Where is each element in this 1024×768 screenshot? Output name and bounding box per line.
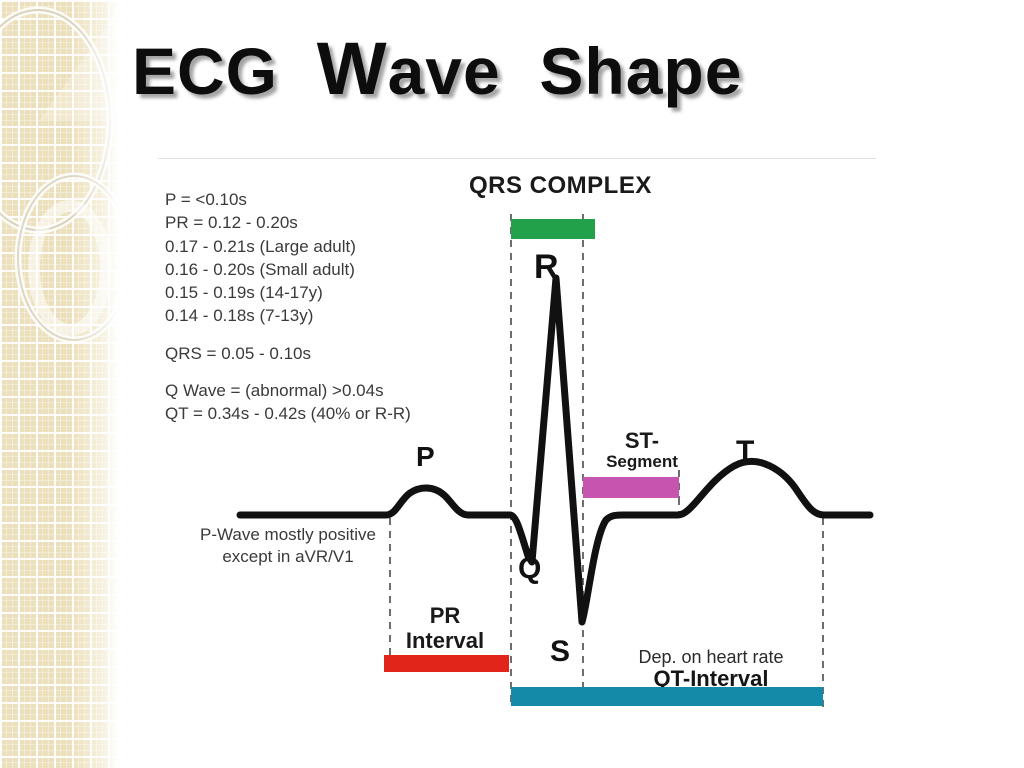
label-wave-r: R: [534, 248, 559, 286]
page-title: ECG Wave Shape: [132, 26, 742, 111]
param-line-large: 0.17 - 0.21s (Large adult): [165, 236, 356, 256]
param-line-p: P = <0.10s: [165, 190, 247, 209]
param-line-qwave: Q Wave = (abnormal) >0.04s: [165, 380, 384, 400]
param-line-pr: PR = 0.12 - 0.20s: [165, 213, 298, 233]
param-line-qrs: QRS = 0.05 - 0.10s: [165, 343, 311, 363]
label-wave-t: T: [736, 435, 755, 468]
panel-top-divider: [158, 158, 876, 159]
bar-st-segment: [583, 477, 679, 498]
param-line-qt: QT = 0.34s - 0.42s (40% or R-R): [165, 404, 411, 424]
ecg-parameters-text: P = <0.10s PR = 0.12 - 0.20s 0.17 - 0.21…: [165, 188, 411, 426]
param-line-14-17: 0.15 - 0.19s (14-17y): [165, 283, 323, 303]
pr-label-line2: Interval: [405, 627, 485, 653]
pwave-note-line2: except in aVR/V1: [222, 547, 354, 567]
pwave-annotation: P-Wave mostly positive except in aVR/V1: [168, 524, 408, 569]
ecg-trace-path: [236, 274, 874, 626]
label-qrs-complex: QRS COMPLEX: [469, 172, 652, 199]
pwave-note-line1: P-Wave mostly positive: [199, 525, 377, 544]
title-segment-ecg: ECG: [132, 34, 279, 108]
label-st-segment: ST- Segment: [594, 429, 690, 471]
border-fade-overlay: [0, 0, 118, 768]
label-pr-interval: PR Interval: [380, 603, 510, 653]
st-label-line2: Segment: [606, 451, 678, 471]
label-wave-p: P: [416, 441, 435, 472]
ecg-waveform-chart: [236, 214, 874, 708]
label-wave-q: Q: [518, 552, 542, 585]
dashed-guide-lines: [389, 214, 824, 708]
bar-qt-interval: [511, 687, 823, 706]
label-qt-interval: Dep. on heart rate QT-Interval: [586, 647, 836, 692]
title-segment-w: W: [316, 27, 388, 110]
decorative-left-border: [0, 0, 118, 768]
title-segment-ave: ave: [387, 34, 501, 108]
label-wave-s: S: [550, 635, 571, 668]
st-label-line1: ST-: [624, 428, 660, 453]
bar-pr-interval: [384, 655, 509, 672]
ecg-diagram-panel: P = <0.10s PR = 0.12 - 0.20s 0.17 - 0.21…: [158, 152, 876, 714]
param-line-7-13: 0.14 - 0.18s (7-13y): [165, 306, 314, 326]
qt-label-line2: QT-Interval: [653, 666, 769, 692]
pr-label-line1: PR: [429, 603, 461, 628]
qt-label-line1: Dep. on heart rate: [638, 647, 784, 667]
bar-qrs-complex: [511, 219, 595, 239]
param-line-small: 0.16 - 0.20s (Small adult): [165, 259, 355, 279]
title-segment-shape: Shape: [539, 34, 743, 108]
